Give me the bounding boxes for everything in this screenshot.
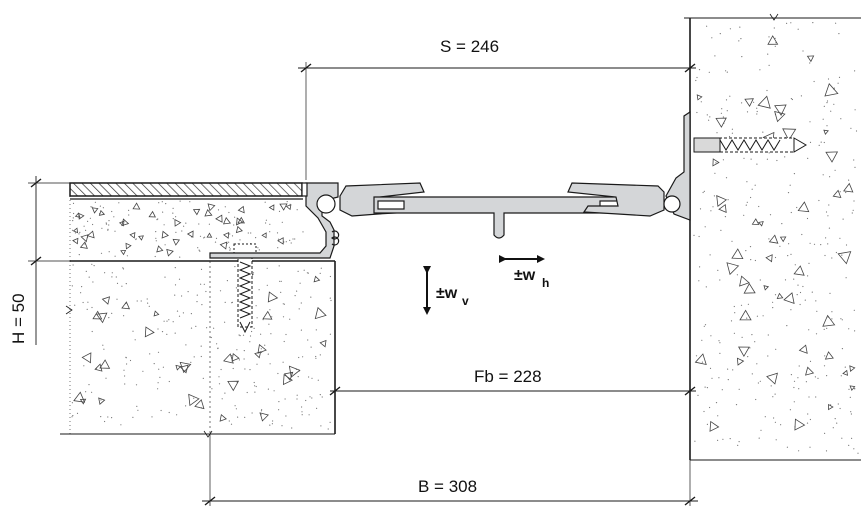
left-screed-texture — [71, 200, 304, 259]
right-edge-profile — [665, 110, 691, 221]
vertical-movement-subscript: v — [462, 294, 469, 308]
dimension-h — [28, 176, 70, 345]
dimension-fb-label: Fb = 228 — [474, 367, 542, 386]
horizontal-movement-label: ±w — [514, 267, 536, 284]
joint-profile — [209, 110, 691, 259]
horizontal-movement-subscript: h — [542, 276, 549, 290]
vertical-movement-label: ±w — [436, 285, 458, 302]
left-slab-concrete-texture — [71, 263, 332, 430]
bridge-plate — [373, 196, 631, 239]
left-edge-profile — [209, 182, 339, 259]
dimension-s-label: S = 246 — [440, 37, 499, 56]
dimension-h-label: H = 50 — [9, 293, 28, 344]
dimension-s — [298, 62, 696, 180]
wall-anchor-bolt — [693, 137, 807, 153]
left-screed-layer — [69, 182, 303, 261]
right-wall — [684, 13, 861, 461]
right-claw — [567, 182, 665, 217]
dimension-b-label: B = 308 — [418, 477, 477, 496]
dimension-b — [202, 434, 698, 506]
left-slab — [60, 260, 336, 438]
floor-finish-hatch — [69, 182, 303, 197]
dimension-fb — [329, 386, 696, 396]
right-wall-concrete-texture — [693, 22, 859, 454]
